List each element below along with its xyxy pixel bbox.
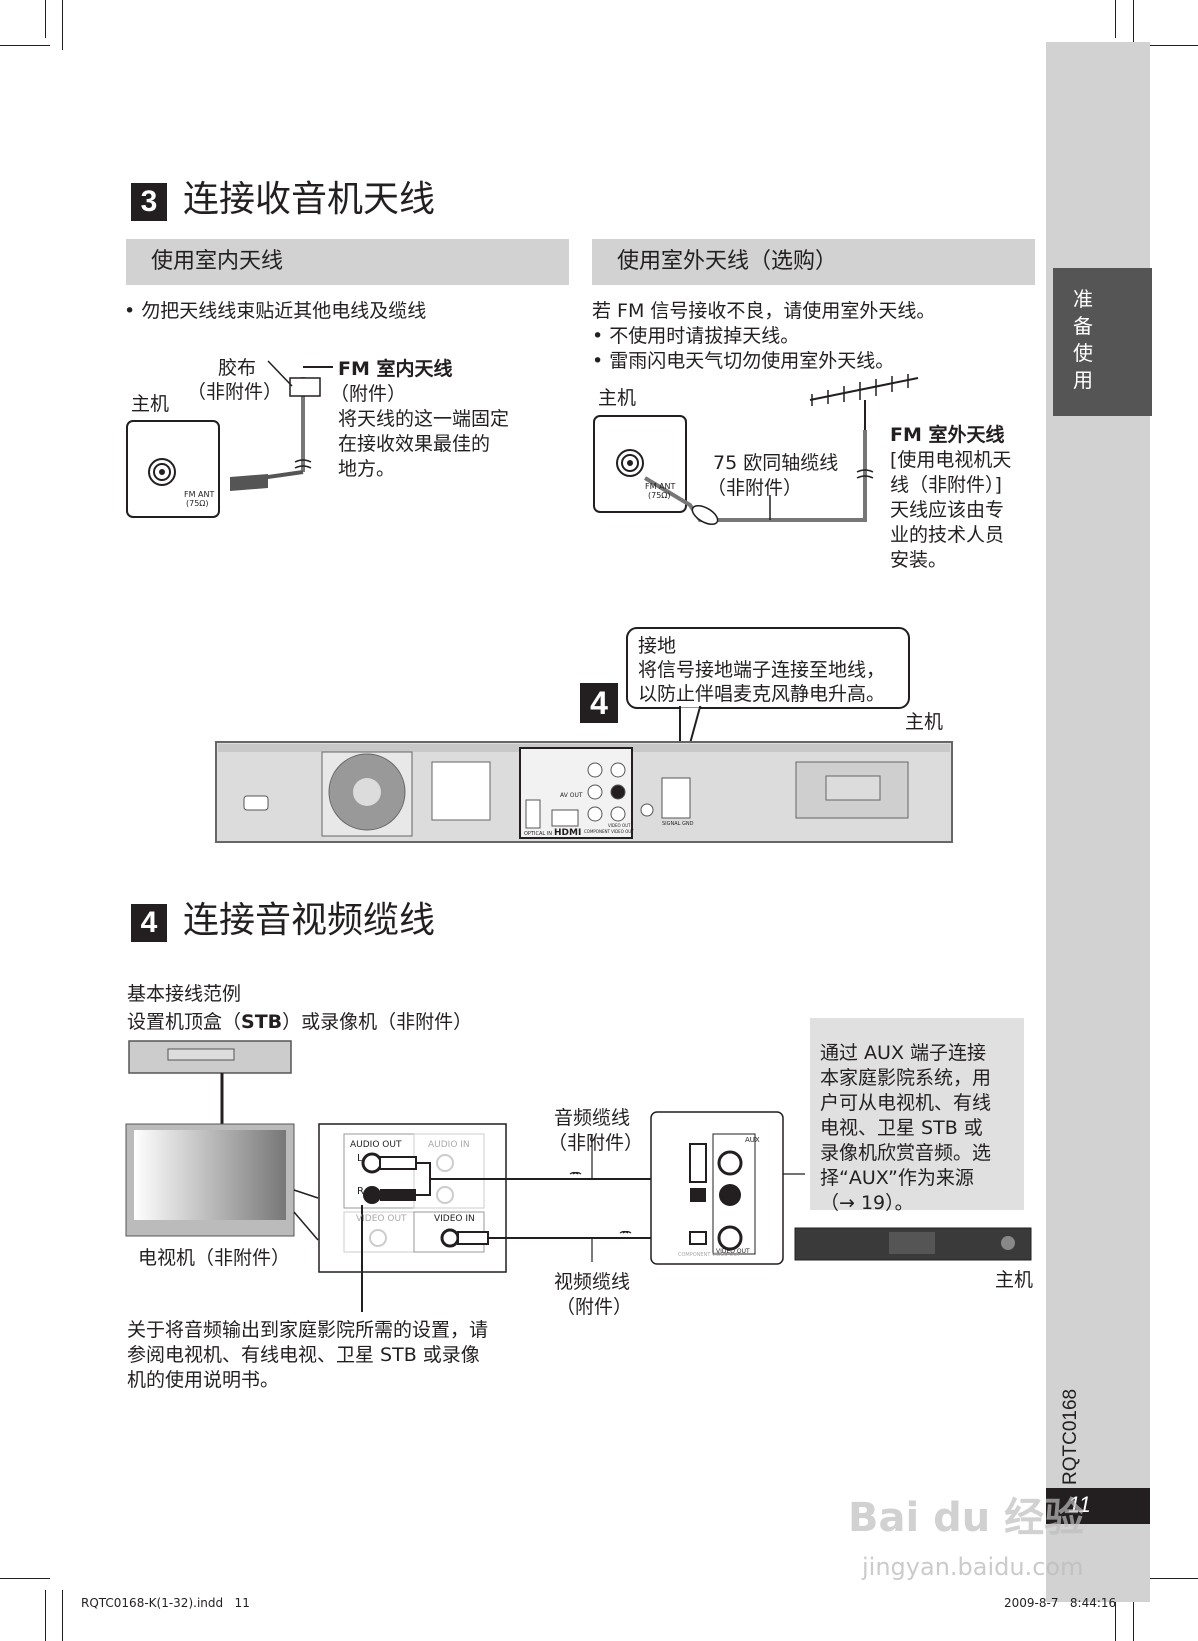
indoor-bullet: • 勿把天线线束贴近其他电线及缆线 (124, 300, 427, 322)
note-line-3: 机的使用说明书。 (127, 1369, 280, 1391)
outdoor-fm-label: FM 室外天线 (890, 424, 1005, 446)
section-title: 连接音视频缆线 (183, 900, 436, 941)
audio-cable: 音频缆线 (554, 1107, 631, 1129)
note-line-2: 参阅电视机、有线电视、卫星 STB 或录像 (127, 1344, 480, 1366)
sidebar-tab-label: 准备使用 (1073, 287, 1093, 392)
video-cable-note: （附件） (556, 1296, 633, 1318)
indoor-fix-1: 将天线的这一端固定 (338, 408, 510, 430)
indoor-fm-note: （附件） (330, 383, 407, 405)
port-signal-gnd: SIGNAL GND (662, 821, 694, 827)
crop-mark (62, 0, 63, 50)
section-number: 3 (131, 183, 167, 221)
indoor-main-unit: 主机 (131, 393, 170, 415)
crop-mark (1115, 1590, 1116, 1641)
indoor-tape: 胶布 (218, 357, 257, 379)
watermark-url: jingyan.baidu.com (862, 1553, 1084, 1581)
crop-mark (0, 45, 50, 46)
indoor-jack-ohm: (75Ω) (186, 499, 209, 508)
stb-prefix: 设置机顶盒（ (127, 1011, 242, 1033)
aux-line-7: （→ 19）。 (820, 1192, 914, 1214)
aux-line-4: 电视、卫星 STB 或 (820, 1117, 983, 1139)
crop-mark (0, 1578, 50, 1579)
crop-mark (62, 1590, 63, 1641)
aux-line-5: 录像机欣赏音频。选 (820, 1142, 992, 1164)
stb-suffix: ）或录像机（非附件） (282, 1011, 473, 1033)
tv-audio-in: AUDIO IN (428, 1140, 470, 1150)
outdoor-line-3: 线（非附件）] (890, 474, 1002, 496)
note-line-1: 关于将音频输出到家庭影院所需的设置，请 (127, 1319, 489, 1341)
outdoor-jack-ohm: (75Ω) (648, 491, 671, 500)
crop-mark (1133, 0, 1134, 50)
indoor-fm-label: FM 室内天线 (338, 358, 453, 380)
outdoor-line-4: 天线应该由专 (890, 499, 1005, 521)
crop-mark (1133, 1590, 1134, 1641)
crop-mark (1115, 0, 1116, 38)
page-number: 11 (1068, 1492, 1091, 1517)
video-cable: 视频缆线 (554, 1271, 631, 1293)
audio-cable-note: （非附件） (548, 1132, 644, 1154)
outdoor-bullet-1: • 不使用时请拔掉天线。 (592, 325, 800, 347)
indoor-fix-2: 在接收效果最佳的 (338, 433, 491, 455)
tv-label: 电视机（非附件） (138, 1247, 291, 1269)
ground-line-1: 将信号接地端子连接至地线， (638, 659, 886, 681)
indoor-jack-label: FM ANT (184, 490, 215, 499)
watermark-brand: Bai du 经验 (848, 1495, 1085, 1541)
aux-line-2: 本家庭影院系统，用 (820, 1067, 992, 1089)
outdoor-coax: 75 欧同轴缆线 (713, 452, 839, 474)
indoor-fix-3: 地方。 (338, 458, 396, 480)
crop-mark (45, 1590, 46, 1641)
aux-line-1: 通过 AUX 端子连接 (820, 1042, 986, 1064)
indoor-tape-note: （非附件） (187, 381, 283, 403)
outdoor-bullet-2: • 雷雨闪电天气切勿使用室外天线。 (592, 350, 895, 372)
sidebar-tab: 准备使用 (1053, 268, 1152, 416)
outdoor-heading: 使用室外天线（选购） (592, 239, 1035, 285)
port-video-out: VIDEO OUT (608, 823, 631, 828)
aux-line-6: 择“AUX”作为来源 (820, 1167, 974, 1189)
footer-file: RQTC0168-K(1-32).indd 11 (81, 1596, 250, 1610)
tv-video-in: VIDEO IN (434, 1214, 475, 1224)
stb-line: 设置机顶盒（STB）或录像机（非附件） (127, 1010, 472, 1035)
section-number: 4 (131, 904, 167, 942)
tv-audio-out: AUDIO OUT (350, 1140, 402, 1150)
ground-main-unit: 主机 (905, 711, 944, 733)
outdoor-intro: 若 FM 信号接收不良，请使用室外天线。 (592, 300, 936, 322)
port-optical: OPTICAL IN (524, 831, 552, 837)
unit-aux: AUX (745, 1136, 760, 1144)
outdoor-main-unit: 主机 (598, 387, 637, 409)
crop-mark (1148, 45, 1198, 46)
basic-example: 基本接线范例 (127, 983, 242, 1005)
page-number-box (1046, 1488, 1150, 1524)
unit-component: COMPONENT VIDEO OUT (678, 1252, 741, 1258)
av-main-unit: 主机 (995, 1269, 1034, 1291)
crop-mark (1148, 1578, 1198, 1579)
outdoor-line-6: 安装。 (890, 549, 948, 571)
aux-line-3: 户可从电视机、有线 (820, 1092, 992, 1114)
outdoor-coax-note: （非附件） (707, 477, 803, 499)
outdoor-jack-label: FM ANT (645, 482, 676, 491)
footer-date: 2009-8-7 8:44:16 (1004, 1596, 1117, 1610)
tv-video-out: VIDEO OUT (356, 1214, 407, 1224)
port-component: COMPONENT VIDEO OUT (584, 829, 634, 834)
section-title: 连接收音机天线 (183, 179, 436, 220)
panel-callout-number: 4 (580, 683, 618, 723)
ground-title: 接地 (638, 635, 677, 657)
unit-video-out: VIDEO OUT (716, 1248, 750, 1255)
port-hdmi: HDMI (554, 828, 582, 838)
outdoor-line-2: [使用电视机天 (890, 449, 1012, 471)
indoor-heading: 使用室内天线 (126, 239, 569, 285)
ground-line-2: 以防止伴唱麦克风静电升高。 (638, 683, 886, 705)
port-av-out: AV OUT (560, 792, 583, 799)
stb-bold: STB (241, 1011, 283, 1033)
tv-r: R (357, 1186, 364, 1197)
outdoor-line-5: 业的技术人员 (890, 524, 1005, 546)
crop-mark (45, 0, 46, 38)
tv-l: L (357, 1153, 363, 1164)
